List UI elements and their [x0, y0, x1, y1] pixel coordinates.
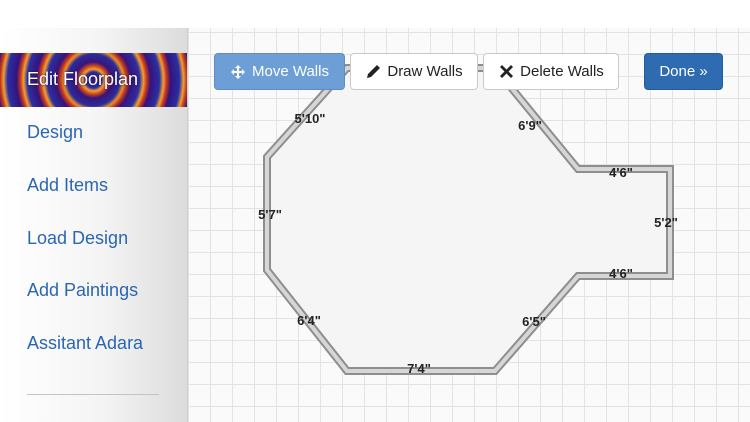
done-label: Done » [659, 63, 708, 80]
svg-text:4'6": 4'6" [609, 266, 633, 281]
wall-label-ext-right: 5'2" [654, 215, 678, 230]
wall-label-top-left: 5'10" [295, 111, 326, 126]
svg-text:7'4": 7'4" [407, 361, 431, 376]
svg-text:6'4": 6'4" [297, 313, 321, 328]
sidebar-item-design[interactable]: Design [27, 122, 84, 142]
room-floor [267, 68, 670, 371]
delete-walls-button[interactable]: Delete Walls [483, 53, 619, 90]
move-walls-label: Move Walls [252, 63, 329, 80]
wall-label-left: 5'7" [258, 207, 282, 222]
wall-label-bottom: 7'4" [407, 361, 431, 376]
wall-label-bottom-left: 6'4" [297, 313, 321, 328]
sidebar-title: Edit Floorplan [27, 69, 139, 89]
close-x-icon [498, 64, 514, 80]
move-arrows-icon [230, 64, 246, 80]
move-walls-button[interactable]: Move Walls [214, 53, 345, 90]
delete-walls-label: Delete Walls [520, 63, 604, 80]
draw-walls-button[interactable]: Draw Walls [350, 53, 478, 90]
wall-label-bottom-right: 6'5" [522, 314, 546, 329]
sidebar: Edit Floorplan Design Add Items Load Des… [0, 28, 188, 422]
draw-walls-label: Draw Walls [387, 63, 463, 80]
sidebar-item-load-design[interactable]: Load Design [27, 228, 129, 248]
svg-text:4'6": 4'6" [609, 165, 633, 180]
wall-label-ext-top: 4'6" [609, 165, 633, 180]
walls-fill [265, 66, 672, 373]
done-button[interactable]: Done » [644, 53, 723, 90]
svg-text:5'2": 5'2" [654, 215, 678, 230]
wall-label-top-right: 6'9" [518, 118, 542, 133]
wall-label-ext-bottom: 4'6" [609, 266, 633, 281]
sidebar-item-add-paintings[interactable]: Add Paintings [27, 280, 139, 300]
sidebar-divider [27, 394, 159, 395]
sidebar-header: Edit Floorplan [0, 53, 187, 107]
svg-text:5'7": 5'7" [258, 207, 282, 222]
sidebar-item-assistant[interactable]: Assitant Adara [27, 333, 144, 353]
pencil-icon [365, 64, 381, 80]
svg-text:5'10": 5'10" [295, 111, 326, 126]
sidebar-item-add-items[interactable]: Add Items [27, 175, 109, 195]
svg-text:6'9": 6'9" [518, 118, 542, 133]
svg-text:6'5": 6'5" [522, 314, 546, 329]
